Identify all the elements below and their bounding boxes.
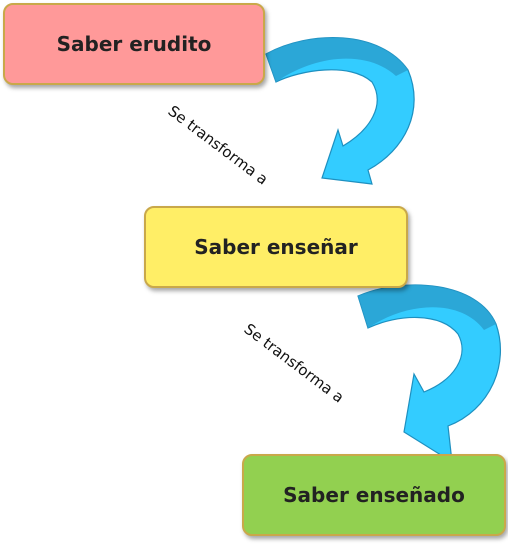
curved-arrow-2-shade bbox=[358, 284, 496, 330]
node-saber-ensenar-label: Saber enseñar bbox=[194, 235, 358, 259]
node-saber-ensenar: Saber enseñar bbox=[144, 206, 408, 288]
node-saber-erudito: Saber erudito bbox=[3, 3, 265, 85]
node-saber-ensenado: Saber enseñado bbox=[242, 454, 506, 536]
curved-arrow-1-shade bbox=[266, 37, 408, 82]
node-saber-erudito-label: Saber erudito bbox=[56, 32, 212, 56]
node-saber-ensenado-label: Saber enseñado bbox=[283, 483, 465, 507]
